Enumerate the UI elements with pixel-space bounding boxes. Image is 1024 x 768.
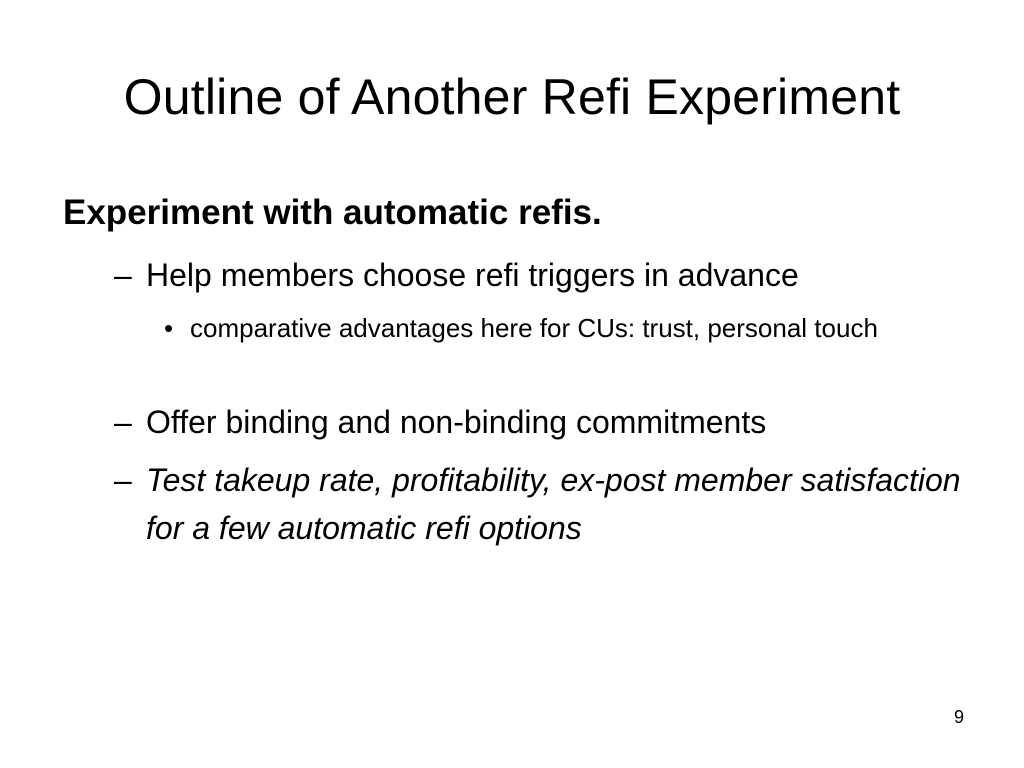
- dash-marker: –: [114, 404, 132, 440]
- bullet-text-italic: Test takeup rate, profitability, ex-post…: [146, 462, 961, 546]
- sub-bullet-text: comparative advantages here for CUs: tru…: [190, 313, 878, 343]
- bullet-heading: Experiment with automatic refis.: [63, 193, 602, 232]
- sub-bullet-item-advantages: • comparative advantages here for CUs: t…: [164, 310, 884, 347]
- bullet-text: Help members choose refi triggers in adv…: [146, 257, 799, 293]
- bullet-item-test-takeup: – Test takeup rate, profitability, ex-po…: [114, 456, 974, 552]
- slide-title: Outline of Another Refi Experiment: [123, 69, 901, 125]
- bullet-marker: •: [164, 313, 174, 343]
- bullet-text: Offer binding and non-binding commitment…: [146, 404, 767, 440]
- dash-marker: –: [114, 462, 132, 498]
- bullet-item-choose-triggers: –Help members choose refi triggers in ad…: [114, 251, 799, 299]
- page-number: 9: [953, 707, 964, 727]
- dash-marker: –: [114, 257, 132, 293]
- bullet-item-commitments: –Offer binding and non-binding commitmen…: [114, 398, 766, 446]
